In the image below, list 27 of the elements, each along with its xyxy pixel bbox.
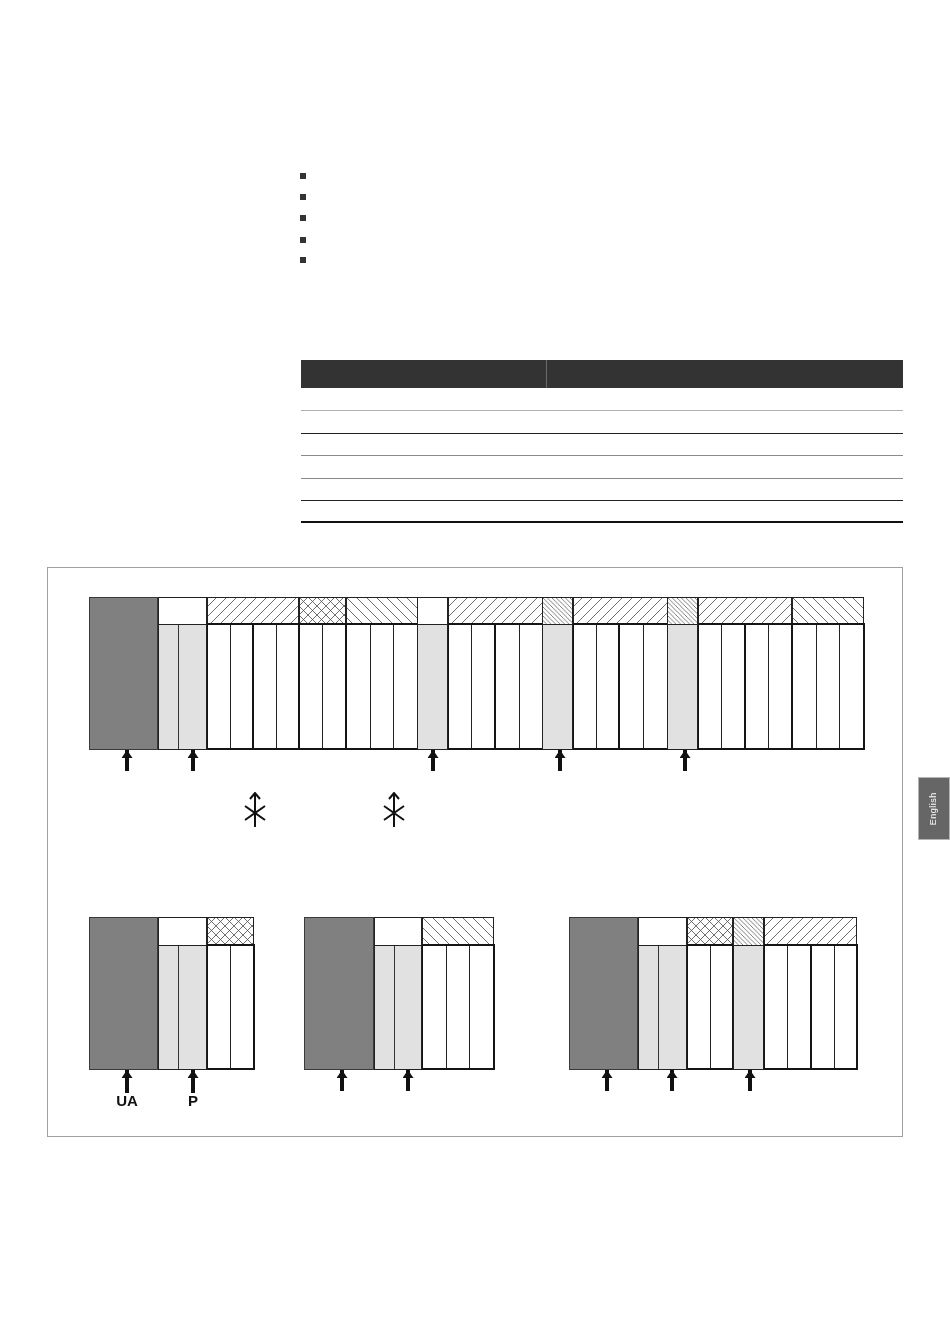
- supply-plate: [638, 917, 687, 1070]
- arrow: [554, 750, 566, 771]
- bus-coupler-module: [89, 917, 158, 1070]
- arrow: [744, 1070, 756, 1091]
- supply-plate: [417, 597, 448, 750]
- arrow: [121, 1070, 133, 1093]
- port-label: UA: [110, 1093, 144, 1109]
- bus-coupler-module: [569, 917, 638, 1070]
- arrow: [666, 1070, 678, 1091]
- supply-plate: [733, 917, 764, 1070]
- tab-label: English: [927, 792, 940, 825]
- arrow: [187, 750, 199, 771]
- bus-coupler-module: [89, 597, 158, 750]
- arrow: [187, 1070, 199, 1093]
- supply-plate: [158, 917, 207, 1070]
- supply-plate: [158, 597, 207, 750]
- supply-plate: [667, 597, 698, 750]
- supply-plate: [374, 917, 422, 1070]
- arrow: [427, 750, 439, 771]
- arrow: [121, 750, 133, 771]
- bus-coupler-module: [304, 917, 374, 1070]
- arrow: [336, 1070, 348, 1091]
- arrow: [402, 1070, 414, 1091]
- supply-plate: [542, 597, 573, 750]
- port-label: P: [184, 1093, 202, 1109]
- arrow: [679, 750, 691, 771]
- arrow: [601, 1070, 613, 1091]
